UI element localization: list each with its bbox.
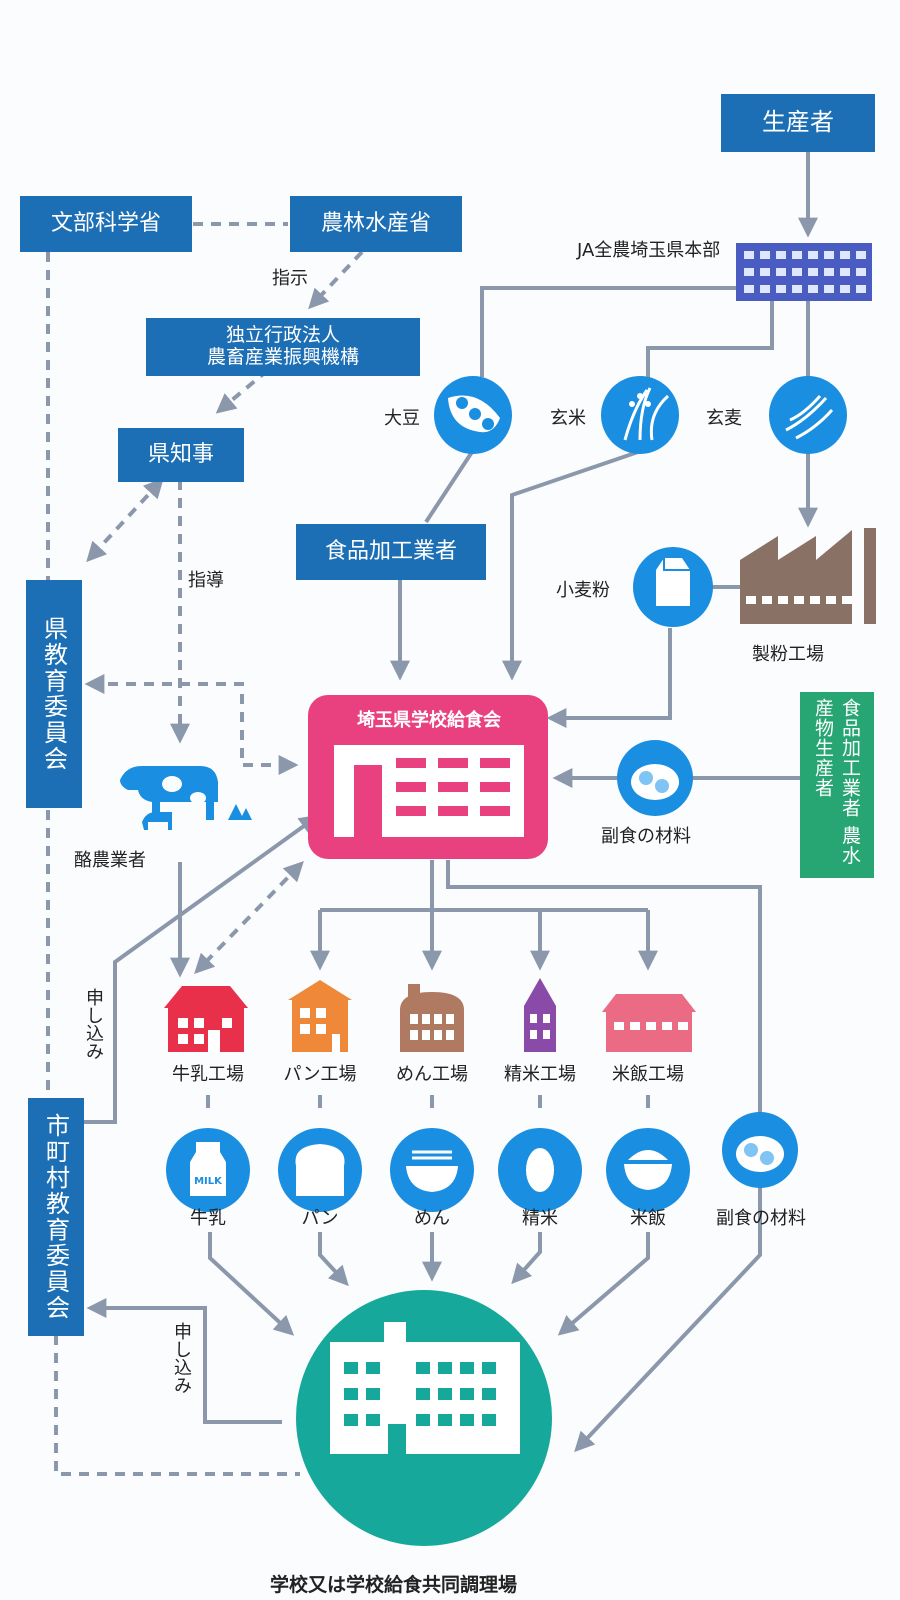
dairy-farmer-label: 酪農業者 xyxy=(74,850,146,871)
bread-factory-label: パン工場 xyxy=(283,1064,357,1085)
apply-label-1: 申し込み xyxy=(83,988,104,1060)
side-ingredients-label-upper: 副食の材料 xyxy=(601,826,691,847)
governor-box: 県知事 xyxy=(118,428,244,482)
milk-factory-icon xyxy=(164,986,248,1052)
rice-mill-icon xyxy=(524,978,556,1052)
noodle-factory-label: めん工場 xyxy=(396,1064,468,1085)
soybean-label: 大豆 xyxy=(384,408,420,429)
instruction-label: 指示 xyxy=(272,268,308,289)
ja-building-icon xyxy=(736,243,872,301)
milk-factory-label: 牛乳工場 xyxy=(172,1064,244,1085)
brown-rice-label: 玄米 xyxy=(550,408,586,429)
arrow-brownrice-association xyxy=(502,450,639,681)
rice-bowl-icon xyxy=(606,1128,690,1212)
arrow-rice-school xyxy=(511,1232,542,1285)
alic-line1: 独立行政法人 xyxy=(225,324,340,347)
flour-bag-icon xyxy=(633,547,713,627)
rice-grain-icon xyxy=(498,1128,582,1212)
association-building-icon xyxy=(308,695,548,859)
noodle-label: めん xyxy=(414,1208,450,1229)
milk-label: 牛乳 xyxy=(190,1208,226,1229)
arrow-milk-school xyxy=(208,1232,295,1336)
arrow-cookedrice-school xyxy=(557,1232,650,1336)
flour-mill-icon xyxy=(740,528,876,624)
dash-association-milkfactory xyxy=(194,860,304,975)
noodle-bowl-icon xyxy=(390,1128,474,1212)
cooked-rice-factory-label: 米飯工場 xyxy=(612,1064,684,1085)
cooked-rice-label: 米飯 xyxy=(630,1208,666,1229)
wheat-label: 玄麦 xyxy=(706,408,742,429)
arrow-flour-association xyxy=(546,628,672,728)
dairy-cow-icon xyxy=(120,766,252,830)
mext-box: 文部科学省 xyxy=(20,196,192,252)
producer-box: 生産者 xyxy=(721,94,875,152)
side-dish-icon-lower xyxy=(722,1112,798,1188)
arrow-bread-school xyxy=(318,1232,349,1287)
side-supplier-box: 食品加工業者 農水産物生産者 xyxy=(800,692,874,878)
flour-label: 小麦粉 xyxy=(556,580,610,601)
apply-label-2: 申し込み xyxy=(171,1322,192,1394)
side-ingredients-label-lower: 副食の材料 xyxy=(716,1208,806,1229)
line-ja-brownrice xyxy=(646,300,774,378)
arrow-school-municipal xyxy=(86,1298,282,1424)
side-dish-icon xyxy=(617,740,693,816)
maff-box: 農林水産省 xyxy=(290,196,462,252)
alic-line2: 農畜産業振興機構 xyxy=(206,346,359,368)
rice-plant-icon xyxy=(601,376,679,454)
milk-bottle-icon: MILK xyxy=(166,1128,250,1212)
ja-label: JA全農埼玉県本部 xyxy=(577,240,721,261)
wheat-icon xyxy=(769,376,847,454)
municipal-board-box: 市町村教育委員会 xyxy=(28,1098,84,1336)
cooked-rice-factory-icon xyxy=(602,994,696,1052)
polished-rice-label: 精米 xyxy=(522,1208,558,1229)
bread-factory-icon xyxy=(288,980,352,1052)
bread-icon xyxy=(278,1128,362,1212)
dash-alic-governor xyxy=(215,368,270,414)
line-association-distribution xyxy=(320,860,648,912)
flow-arrows xyxy=(82,152,818,1453)
arrow-association-school-side xyxy=(446,860,762,1453)
mill-label: 製粉工場 xyxy=(752,644,824,665)
alic-box: 独立行政法人 農畜産業振興機構 xyxy=(146,318,420,376)
association-title: 埼玉県学校給食会 xyxy=(357,710,501,731)
soybean-icon xyxy=(434,376,512,454)
dash-governor-prefboard xyxy=(86,477,164,563)
dash-prefboard-association xyxy=(84,674,299,775)
guidance-label: 指導 xyxy=(188,570,224,591)
food-processor-box: 食品加工業者 xyxy=(296,524,486,580)
pref-board-box: 県教育委員会 xyxy=(26,580,82,808)
svg-text:MILK: MILK xyxy=(194,1176,223,1187)
noodle-factory-icon xyxy=(400,984,464,1052)
bread-label: パン xyxy=(301,1208,339,1229)
line-soybean-processor xyxy=(424,450,474,524)
rice-mill-label: 精米工場 xyxy=(504,1064,576,1085)
school-label: 学校又は学校給食共同調理場 xyxy=(270,1574,518,1596)
school-building-icon xyxy=(296,1290,552,1546)
dash-maff-alic xyxy=(308,250,364,310)
line-ja-soybean xyxy=(480,286,738,377)
